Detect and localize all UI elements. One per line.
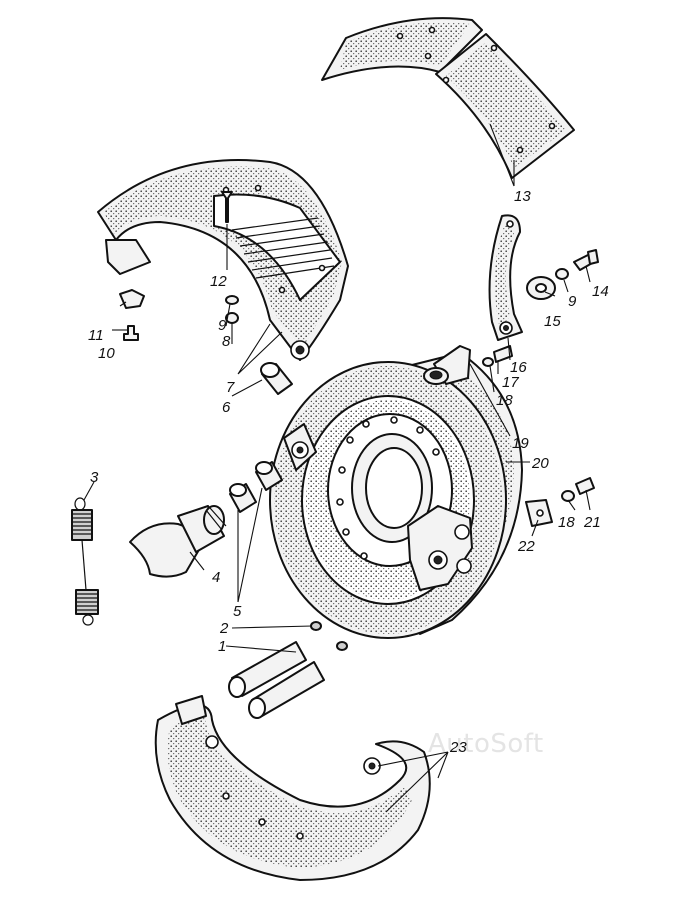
callout-14: 14 [592, 283, 609, 300]
callout-11: 11 [88, 327, 104, 344]
callout-23: 23 [449, 739, 467, 756]
bushings-5 [229, 461, 283, 513]
callout-10: 10 [98, 345, 115, 362]
callout-19: 19 [512, 435, 529, 452]
brake-lining-13 [321, 17, 575, 179]
part-9b-nut [555, 268, 569, 280]
camshaft-4 [129, 505, 227, 578]
callout-7: 7 [226, 379, 235, 396]
callout-3: 3 [90, 469, 99, 486]
part-10 [123, 325, 139, 341]
callout-20: 20 [531, 455, 549, 472]
return-spring-3 [71, 497, 99, 626]
spacer-22 [525, 499, 553, 527]
nuts-2 [310, 621, 348, 651]
anchor-pins-1 [228, 641, 325, 719]
upper-brake-shoe [97, 159, 349, 361]
part-9-washer [225, 295, 239, 305]
lever-16 [488, 214, 523, 341]
callout-4: 4 [212, 569, 220, 586]
lower-brake-shoe [154, 695, 431, 881]
callout-18-top: 18 [496, 392, 513, 409]
callout-21: 21 [583, 514, 601, 531]
part-18a-washer [482, 357, 494, 367]
bushing-6 [260, 362, 293, 395]
callout-2: 2 [219, 620, 229, 637]
callout-8: 8 [222, 333, 231, 350]
callout-5: 5 [233, 603, 242, 620]
callout-9-left: 9 [218, 317, 227, 334]
part-17-bolt [493, 345, 513, 363]
callout-6: 6 [222, 399, 231, 416]
callout-15: 15 [544, 313, 561, 330]
callout-18-bottom: 18 [558, 514, 575, 531]
callout-16: 16 [510, 359, 527, 376]
small-fasteners-left [119, 289, 239, 341]
bolt-21 [561, 477, 595, 502]
callout-12: 12 [210, 273, 227, 290]
callout-22: 22 [517, 538, 535, 555]
callout-13: 13 [514, 188, 531, 205]
callout-9-right: 9 [568, 293, 577, 310]
part-11 [119, 289, 145, 309]
leader-lines [83, 123, 591, 813]
backing-plate-20 [269, 345, 523, 639]
callout-17: 17 [502, 374, 519, 391]
callout-labels: 1 2 3 4 5 6 7 8 9 9 10 11 12 13 14 15 16… [88, 188, 609, 756]
callout-1: 1 [218, 638, 226, 655]
